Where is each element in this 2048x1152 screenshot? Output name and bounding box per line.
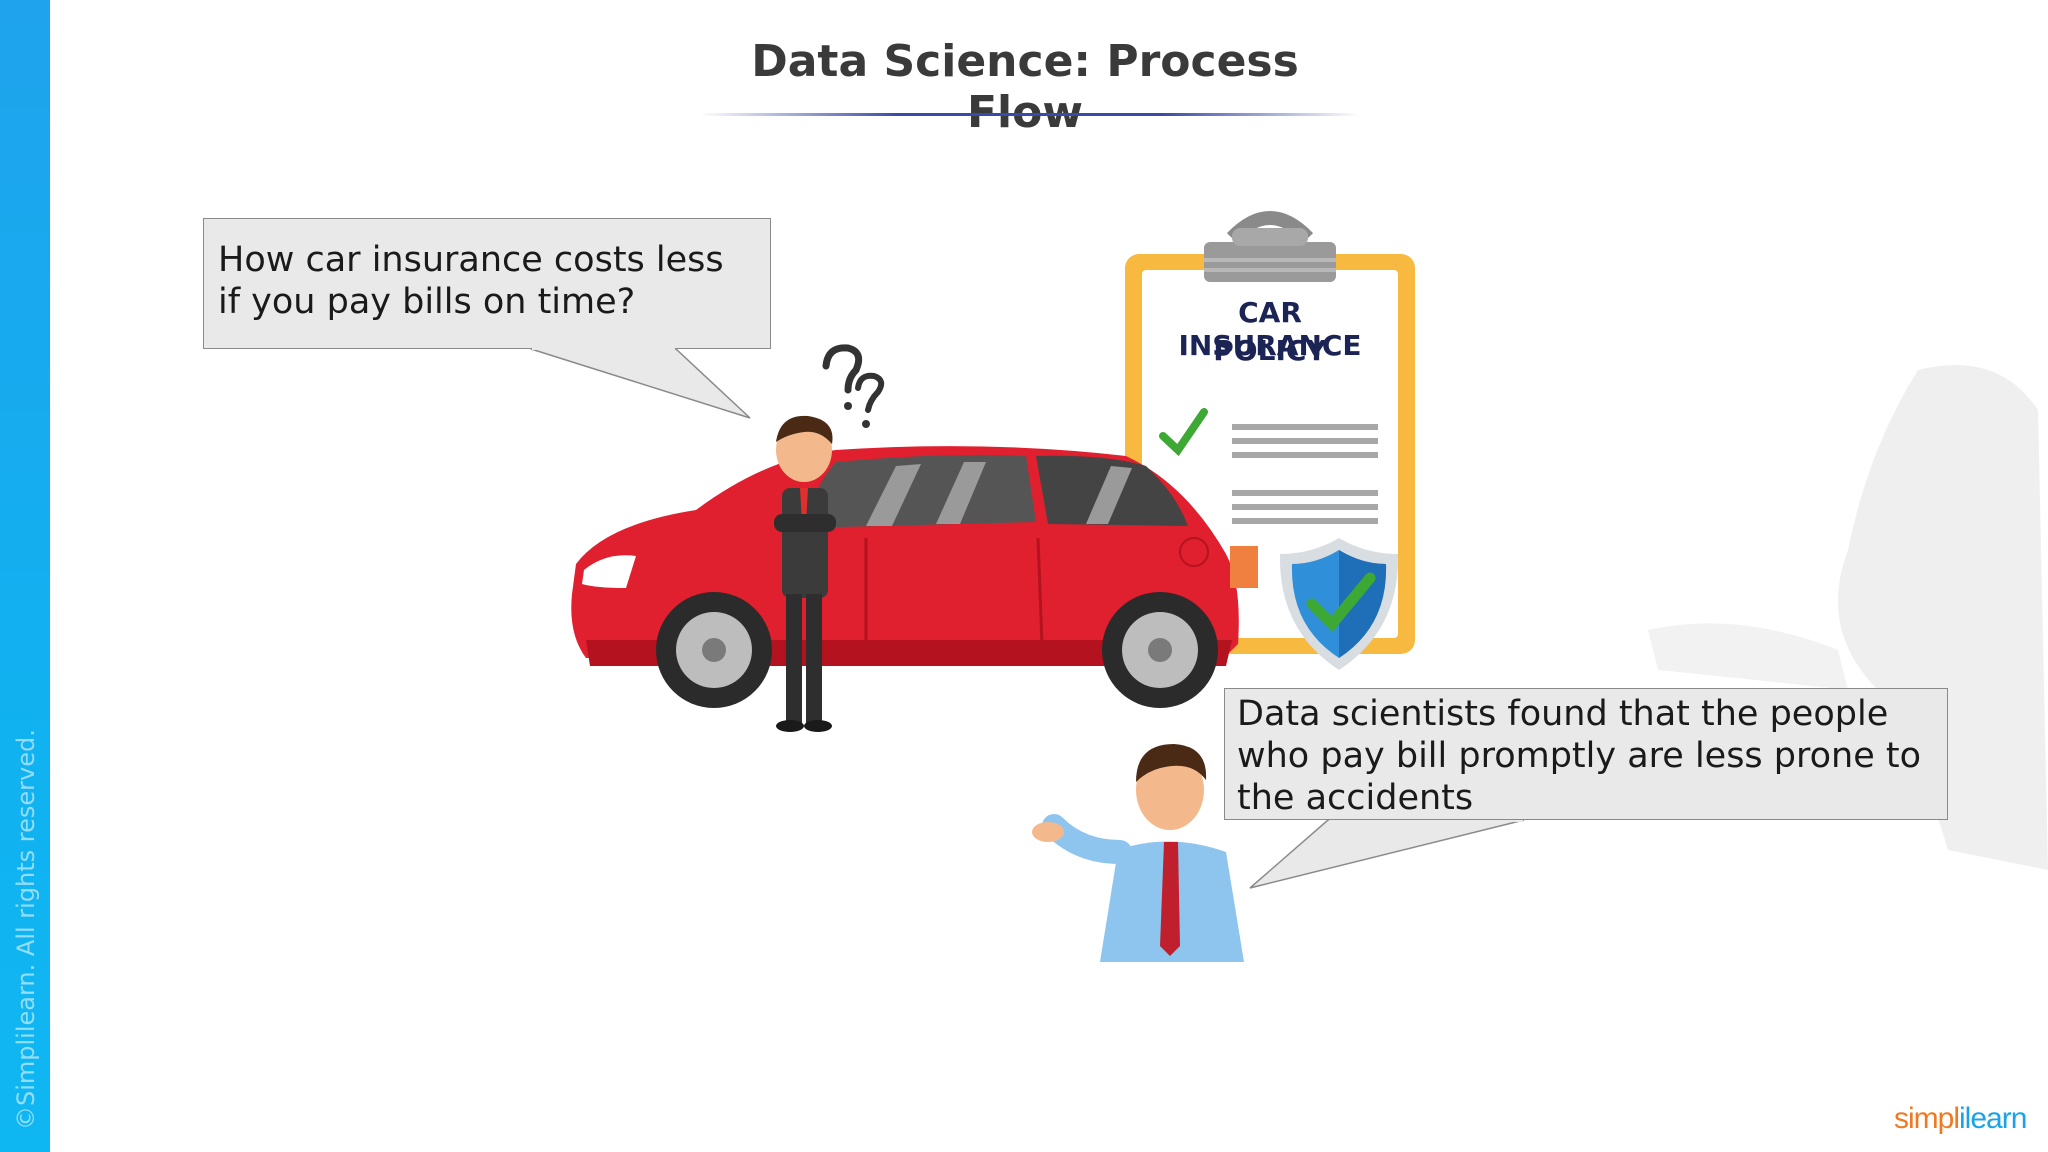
side-strip	[0, 0, 50, 1152]
data-scientist-figure	[1032, 744, 1244, 962]
copyright-text: ©Simplilearn. All rights reserved.	[12, 729, 40, 1130]
title-underline	[700, 113, 1360, 116]
policy-title-line1: CAR INSURANCE	[1178, 296, 1362, 362]
question-bubble-tail	[530, 346, 751, 419]
answer-speech-bubble: Data scientists found that the people wh…	[1224, 688, 1948, 820]
shield-check-icon	[1279, 538, 1399, 670]
question-speech-bubble: How car insurance costs less if you pay …	[203, 218, 771, 349]
brand-logo-part1: simpl	[1894, 1102, 1960, 1135]
background-watermark	[1648, 365, 2048, 870]
confused-man-figure	[774, 415, 836, 732]
brand-logo: simplilearn	[1894, 1102, 2027, 1136]
brand-logo-part2: ilearn	[1959, 1102, 2027, 1135]
answer-bubble-tail	[1249, 818, 1525, 889]
policy-title-line2: POLICY	[1213, 334, 1327, 367]
car-icon	[571, 446, 1258, 708]
slide-title: Data Science: Process Flow	[751, 36, 1299, 138]
policy-lines	[1159, 408, 1378, 524]
question-marks-icon	[822, 344, 885, 428]
